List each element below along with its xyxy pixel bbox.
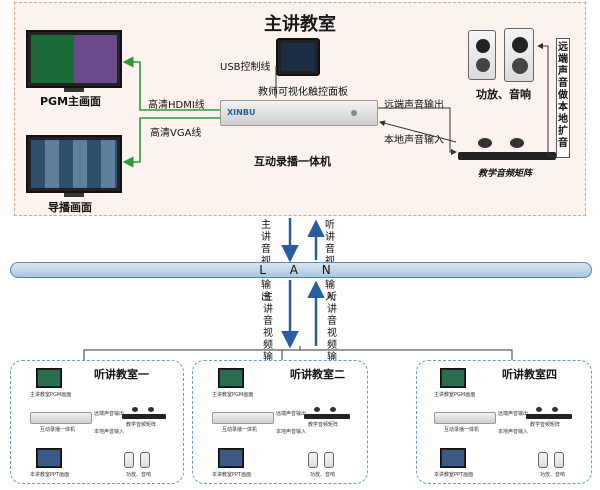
subroom-1-title: 听讲教室一 bbox=[94, 368, 149, 381]
subroom-3-title: 听讲教室四 bbox=[502, 368, 557, 381]
subroom-2-mic-icon bbox=[314, 407, 320, 412]
subroom-1-local-monitor bbox=[36, 448, 62, 468]
hdmi-label: 高清HDMI线 bbox=[148, 100, 205, 111]
subroom-2-pgm-label: 主讲教室PGM画面 bbox=[212, 392, 254, 398]
recorder-device: XINBU bbox=[220, 100, 378, 126]
matrix-label: 教学音频矩阵 bbox=[478, 169, 533, 179]
subroom-3-speaker-left bbox=[538, 452, 548, 468]
subroom-2-matrix-label: 教学音频矩阵 bbox=[308, 422, 339, 428]
subroom-3-speaker-right bbox=[554, 452, 564, 468]
subroom-1-recorder bbox=[30, 412, 92, 424]
recorder-brand: XINBU bbox=[227, 108, 256, 117]
director-monitor bbox=[26, 135, 122, 193]
audio-matrix-device bbox=[458, 152, 556, 160]
usb-label: USB控制线 bbox=[220, 62, 271, 73]
director-label: 导播画面 bbox=[48, 201, 92, 214]
subroom-3-matrix-label: 教学音频矩阵 bbox=[530, 422, 561, 428]
subroom-2-local-monitor bbox=[218, 448, 244, 468]
subroom-3-remote-out: 远端声音输出 bbox=[498, 411, 529, 417]
subroom-2-speaker-label: 功放、音响 bbox=[310, 472, 336, 478]
panel-label: 教师可视化触控面板 bbox=[258, 87, 348, 98]
subroom-3-speaker-label: 功放、音响 bbox=[540, 472, 566, 478]
remote-amp-vertical-text: 远端声音做本地扩音 bbox=[558, 42, 568, 149]
pgm-monitor bbox=[26, 30, 122, 88]
subroom-1-remote-out: 远端声音输出 bbox=[94, 411, 125, 417]
subroom-1-pgm-label: 主讲教室PGM画面 bbox=[30, 392, 72, 398]
speaker-label: 功放、音响 bbox=[476, 88, 531, 101]
subroom-2-remote-out: 远端声音输出 bbox=[276, 411, 307, 417]
subroom-1-matrix-label: 教学音频矩阵 bbox=[126, 422, 157, 428]
subroom-2-recorder bbox=[212, 412, 274, 424]
subroom-3-local-monitor bbox=[440, 448, 466, 468]
lan-bar bbox=[10, 262, 592, 278]
speaker-right bbox=[504, 28, 534, 82]
subroom-1-local-label: 本讲教室PPT画面 bbox=[30, 472, 70, 478]
mic-icon bbox=[478, 138, 492, 148]
speaker-left bbox=[468, 30, 496, 80]
recorder-label: 互动录播一体机 bbox=[254, 155, 331, 168]
subroom-2-speaker-right bbox=[324, 452, 334, 468]
subroom-1-speaker-right bbox=[140, 452, 150, 468]
subroom-2-local-label: 本讲教室PPT画面 bbox=[212, 472, 252, 478]
subroom-3-pgm-monitor bbox=[440, 368, 466, 388]
subroom-1-speaker-label: 功放、音响 bbox=[126, 472, 152, 478]
subroom-3-pgm-label: 主讲教室PGM画面 bbox=[434, 392, 476, 398]
subroom-1-mic-icon bbox=[148, 407, 154, 412]
pgm-label: PGM主画面 bbox=[40, 95, 102, 108]
subroom-2-speaker-left bbox=[308, 452, 318, 468]
subroom-1-local-in: 本地声音输入 bbox=[94, 429, 125, 435]
subroom-3-recorder-label: 互动录播一体机 bbox=[444, 427, 480, 433]
lan-label: L A N bbox=[259, 263, 341, 277]
subroom-3-local-label: 本讲教室PPT画面 bbox=[434, 472, 474, 478]
remote-out-label: 远端声音输出 bbox=[384, 100, 444, 111]
mic-icon bbox=[510, 138, 524, 148]
local-in-label: 本地声音输入 bbox=[384, 135, 444, 146]
subroom-3-mic-icon bbox=[552, 407, 558, 412]
subroom-2-local-in: 本地声音输入 bbox=[276, 429, 307, 435]
main-classroom-title: 主讲教室 bbox=[264, 14, 336, 35]
touch-panel bbox=[276, 38, 320, 76]
subroom-2-title: 听讲教室二 bbox=[290, 368, 345, 381]
subroom-1-speaker-left bbox=[124, 452, 134, 468]
subroom-2-recorder-label: 互动录播一体机 bbox=[222, 427, 258, 433]
subroom-1-recorder-label: 互动录播一体机 bbox=[40, 427, 76, 433]
subroom-1-mic-icon bbox=[132, 407, 138, 412]
subroom-2-pgm-monitor bbox=[218, 368, 244, 388]
subroom-3-recorder bbox=[434, 412, 496, 424]
subroom-3-local-in: 本地声音输入 bbox=[498, 429, 529, 435]
subroom-3-mic-icon bbox=[536, 407, 542, 412]
subroom-2-mic-icon bbox=[330, 407, 336, 412]
subroom-2-matrix bbox=[304, 414, 350, 419]
subroom-1-pgm-monitor bbox=[36, 368, 62, 388]
vga-label: 高清VGA线 bbox=[150, 128, 202, 139]
remote-amp-vertical-label bbox=[556, 38, 570, 158]
subroom-3-matrix bbox=[526, 414, 572, 419]
subroom-1-matrix bbox=[122, 414, 166, 419]
